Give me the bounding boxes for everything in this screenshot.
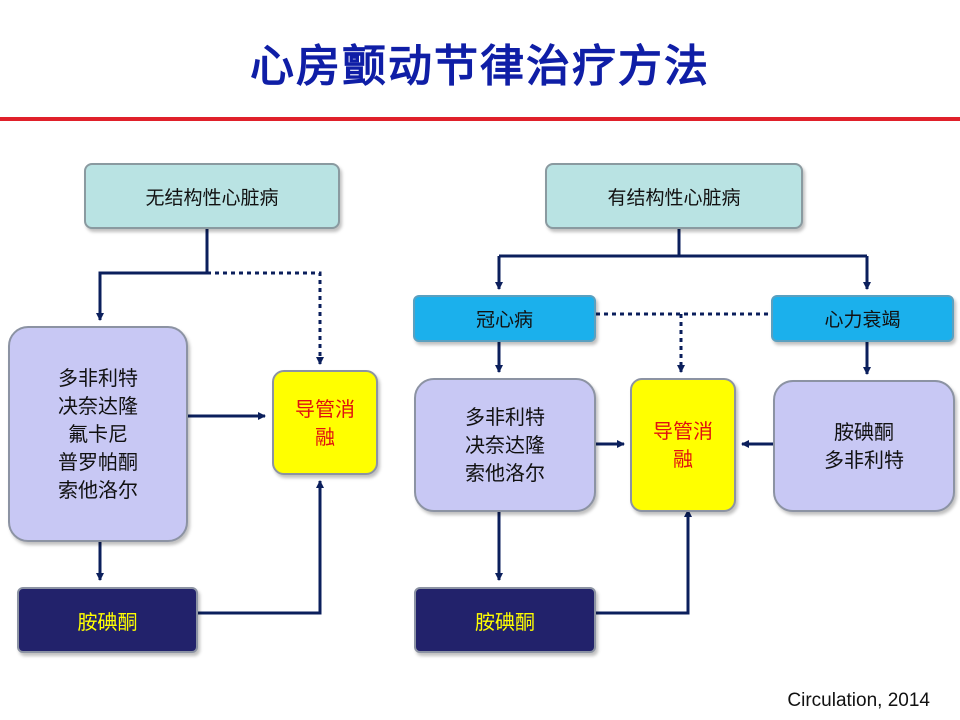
no-structural-heart-disease-box: 无结构性心脏病 — [84, 163, 340, 229]
drug-item: 多非利特 — [824, 448, 904, 472]
cad-drug-options-box: 多非利特 决奈达隆 索他洛尔 — [414, 378, 596, 512]
drug-item: 胺碘酮 — [834, 420, 894, 444]
drug-item: 氟卡尼 — [68, 422, 128, 446]
connector-left-cond-to-ablation — [207, 271, 324, 365]
citation-text: Circulation, 2014 — [787, 690, 930, 711]
drug-item: 多非利特 — [58, 366, 138, 390]
connector-right-cond-split — [499, 229, 867, 258]
heart-failure-box: 心力衰竭 — [771, 295, 954, 342]
hf-drug-options-box: 胺碘酮 多非利特 — [773, 380, 955, 512]
drug-item: 多非利特 — [465, 405, 545, 429]
drug-item: 索他洛尔 — [58, 478, 138, 502]
drug-item: 普罗帕酮 — [58, 450, 138, 474]
drug-item: 索他洛尔 — [465, 461, 545, 485]
connector-left-amiodarone-to-ablation — [198, 480, 324, 615]
right-amiodarone-box: 胺碘酮 — [414, 587, 596, 653]
connector-right-amiodarone-to-ablation — [596, 509, 692, 615]
ablation-label-line: 导管消 — [295, 396, 355, 421]
coronary-heart-disease-box: 冠心病 — [413, 295, 596, 342]
left-drug-options-box: 多非利特 决奈达隆 氟卡尼 普罗帕酮 索他洛尔 — [8, 326, 188, 542]
drug-item: 决奈达隆 — [465, 433, 545, 457]
page-title: 心房颤动节律治疗方法 — [250, 41, 710, 92]
ablation-label-line: 融 — [673, 447, 693, 471]
ablation-label-line: 融 — [315, 424, 335, 449]
left-catheter-ablation-box: 导管消 融 — [272, 370, 378, 475]
ablation-label-line: 导管消 — [653, 419, 713, 443]
right-catheter-ablation-box: 导管消 融 — [630, 378, 736, 512]
structural-heart-disease-box: 有结构性心脏病 — [545, 163, 803, 229]
drug-item: 决奈达隆 — [58, 394, 138, 418]
connector-left-cond-to-drugs — [96, 229, 209, 321]
left-amiodarone-box: 胺碘酮 — [17, 587, 198, 653]
title-divider — [0, 117, 960, 121]
